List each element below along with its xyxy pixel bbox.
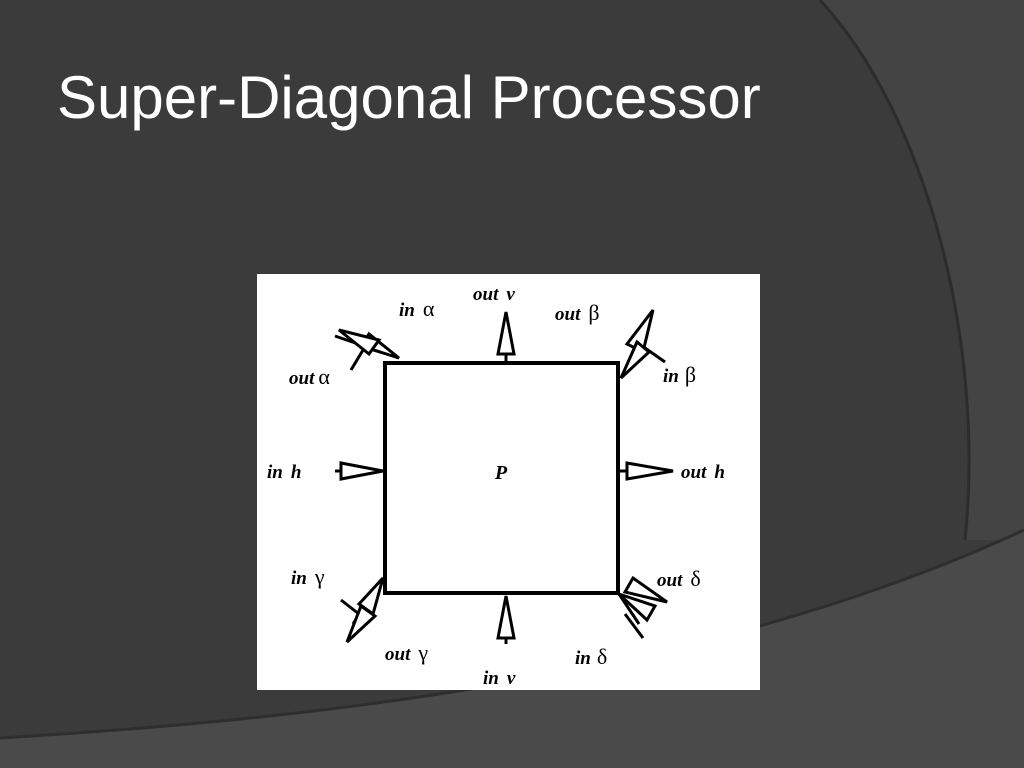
port-beta-arrows — [619, 309, 666, 380]
processor-diagram: P — [257, 274, 760, 690]
processor-diagram-svg: P — [267, 284, 725, 689]
port-gamma-arrows — [340, 576, 385, 644]
port-out-h-arrow — [619, 461, 674, 481]
slide-title: Super-Diagonal Processor — [57, 64, 761, 131]
processor-label: P — [494, 462, 508, 484]
port-in-h-arrow — [335, 461, 384, 481]
port-delta-arrows — [617, 575, 668, 639]
port-in-v-arrow — [496, 595, 516, 644]
port-alpha-arrows — [334, 328, 400, 371]
processor-box — [383, 361, 620, 595]
port-out-v-arrow — [496, 311, 516, 363]
